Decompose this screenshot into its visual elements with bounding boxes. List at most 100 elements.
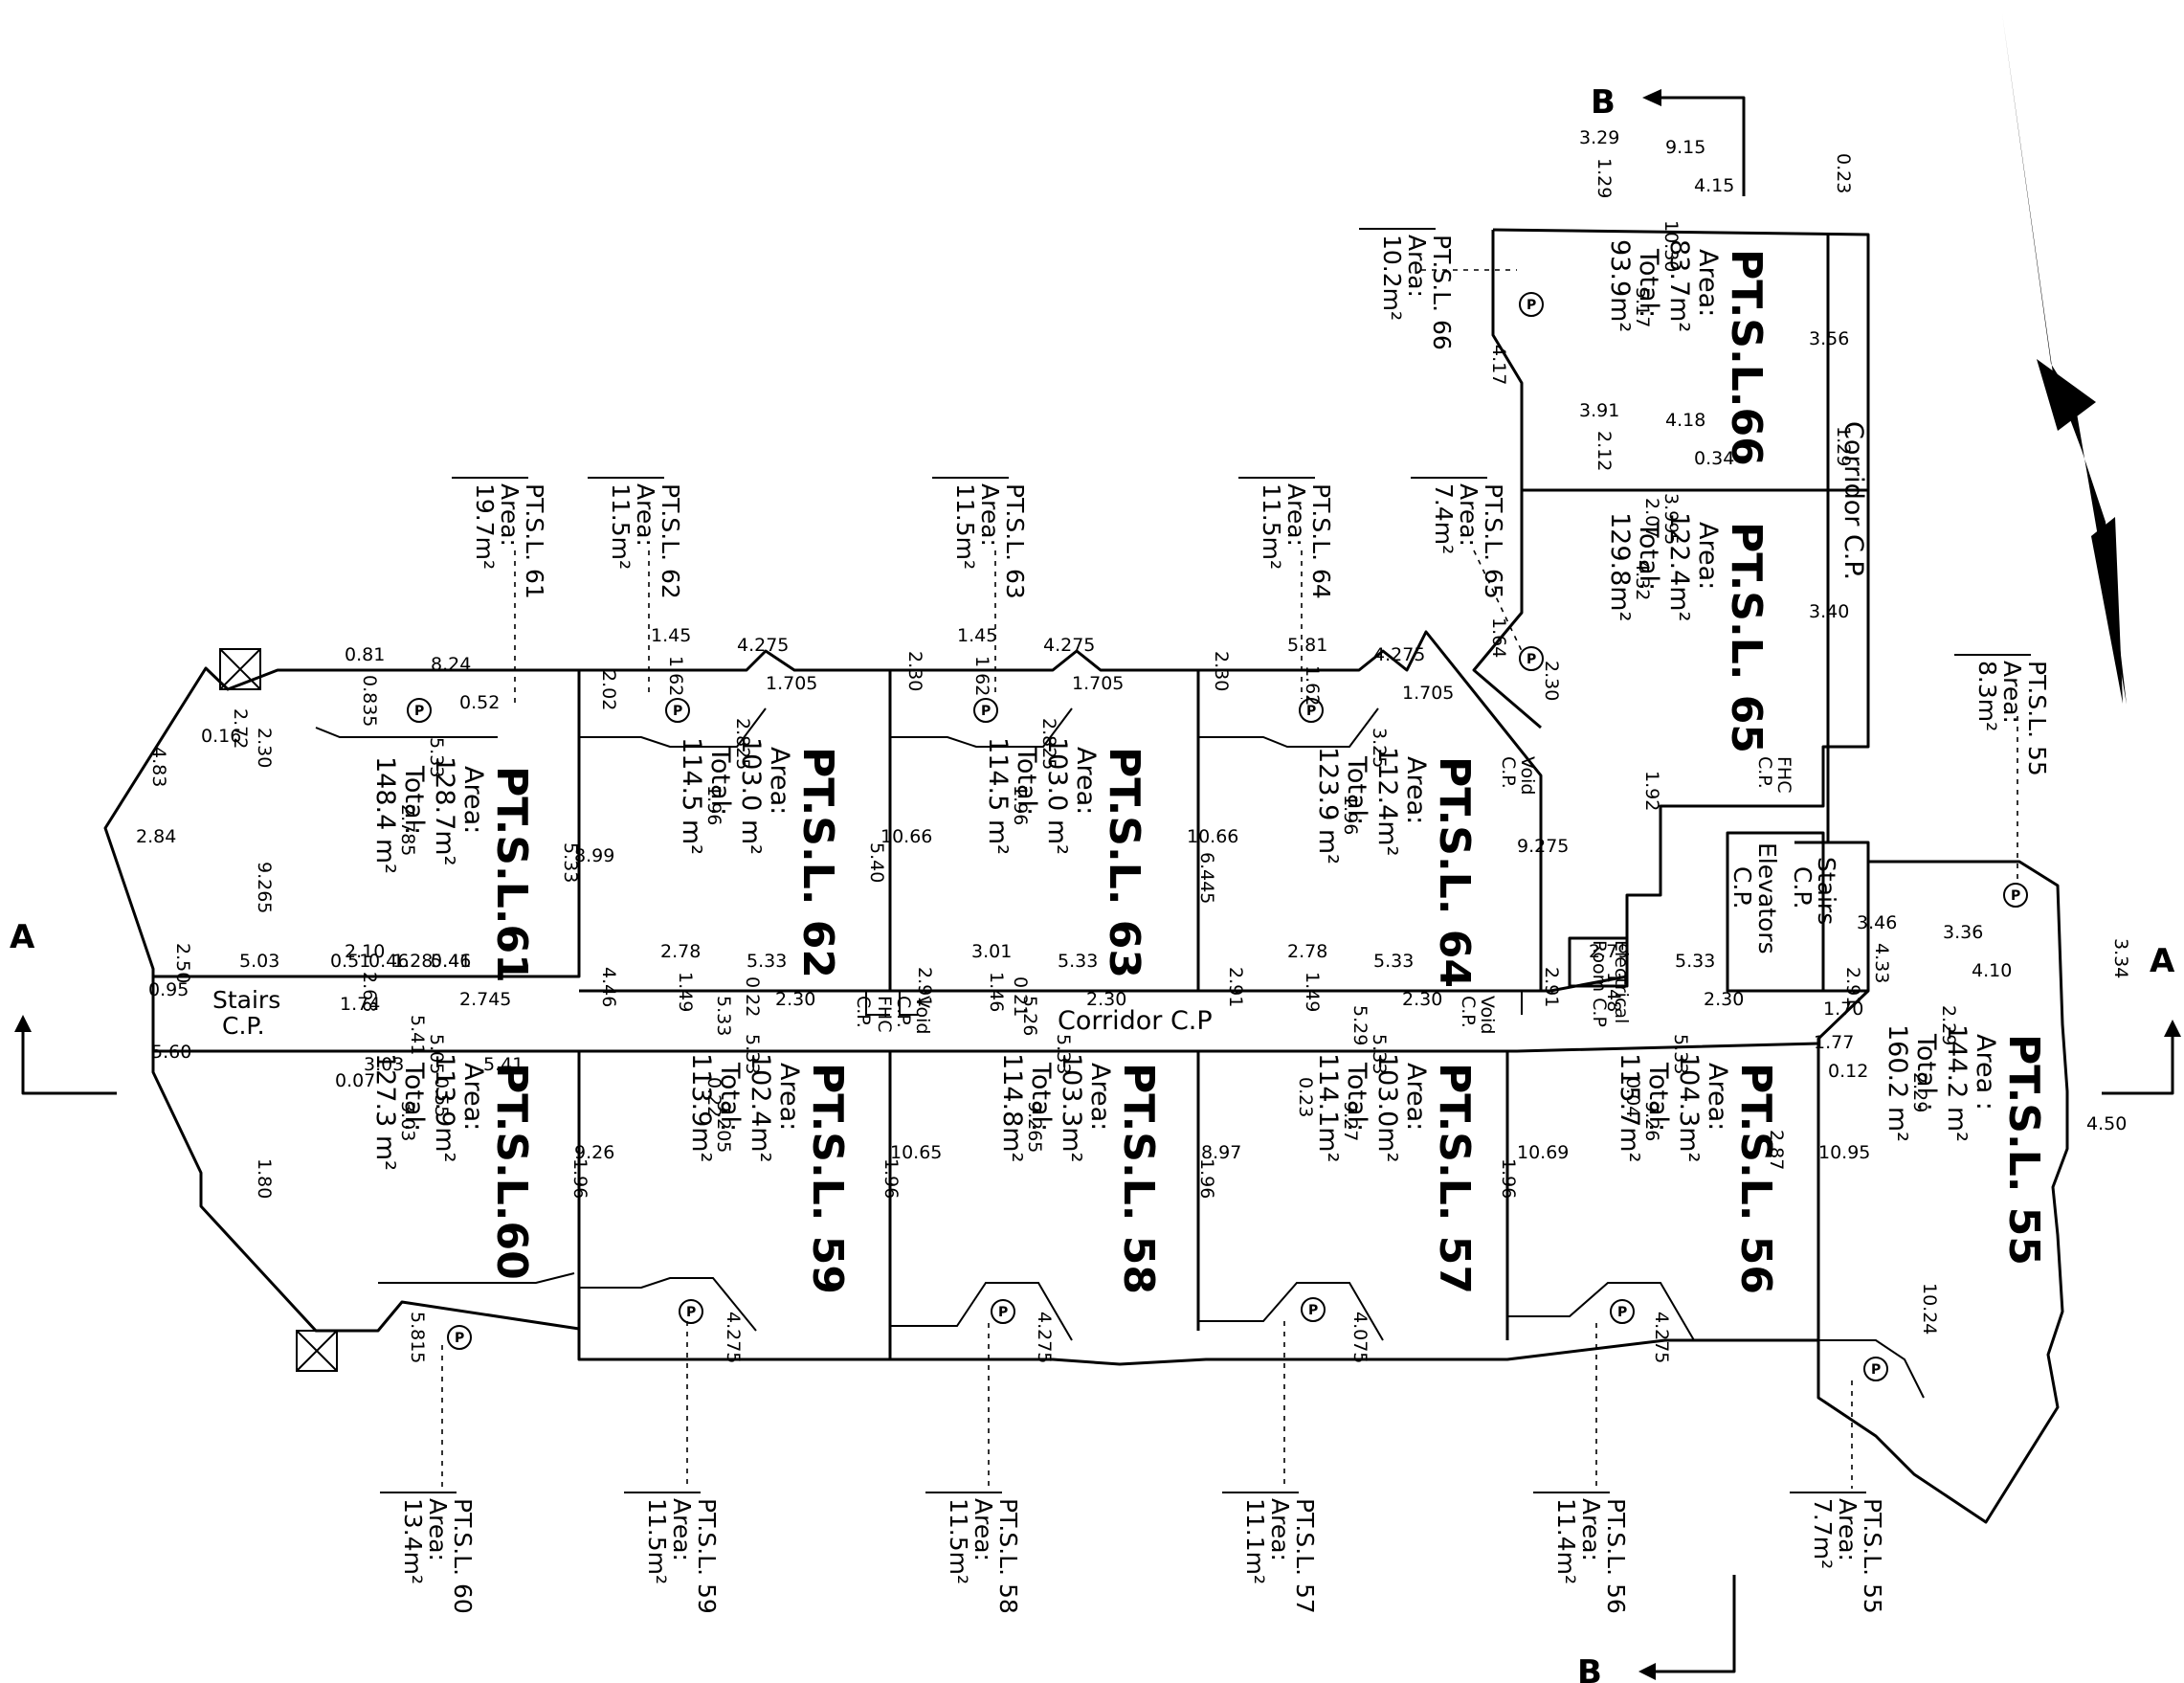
parking-area: 11.4m² [1552, 1498, 1580, 1584]
section-label-a-right: A [2150, 942, 2175, 980]
electrical-label: Electrical [1611, 940, 1632, 1023]
unit-dimension: 2.825 [732, 718, 753, 770]
unit-total: 127.3 m² [370, 1053, 400, 1171]
unit-area: 104.3m² [1674, 1053, 1704, 1162]
corridor-dimension: 2.84 [136, 826, 176, 847]
unit-dimension: 4.275 [1373, 644, 1425, 665]
svg-text:P: P [673, 704, 682, 719]
unit-area: 103.0 m² [736, 737, 766, 855]
unit-dimension: 5.29 [1349, 1005, 1371, 1045]
parking-icon: P [1519, 292, 1544, 317]
parking-icon: P [973, 698, 998, 723]
unit-area-label: Area: [1693, 522, 1723, 590]
unit-dimension: 5.40 [866, 842, 887, 883]
svg-text:P: P [1871, 1362, 1881, 1378]
unit-area-label: Area: [1401, 756, 1431, 824]
parking-area: 11.5m² [643, 1498, 671, 1584]
void-label-1-cp: C.P. [893, 996, 914, 1028]
unit-area-label: Area: [1693, 249, 1723, 317]
unit-dimension: 2.30 [1402, 989, 1442, 1010]
unit-dimension: 1.96 [1340, 795, 1361, 835]
unit-dimension: 2.30 [1086, 989, 1126, 1010]
parking-area-label: Area: [1403, 235, 1431, 298]
section-label-b-top: B [1591, 83, 1616, 122]
unit-dimension: 9.265 [1024, 1101, 1045, 1153]
unit-dimension: 2.87 [1766, 1130, 1787, 1170]
unit-dimension: 2.825 [1038, 718, 1059, 770]
unit-total: 160.2 m² [1883, 1024, 1912, 1142]
svg-text:P: P [686, 1305, 696, 1320]
unit-total: 129.8m² [1605, 512, 1635, 621]
unit-dimension: 3.46 [1857, 912, 1897, 933]
unit-name: PT.S.L.60 [487, 1063, 536, 1280]
stairs-left-cp-label: C.P. [222, 1012, 265, 1040]
unit-u65: PT.S.L. 65Area:122.4m²Total:129.8m²4.183… [1488, 400, 1854, 811]
unit-dimension: 1.96 [1196, 1158, 1217, 1199]
unit-dimension: 8.99 [574, 845, 614, 866]
svg-text:P: P [414, 704, 424, 719]
unit-dimension: 9.26 [1641, 1101, 1662, 1141]
unit-dimension: 0.835 [359, 675, 380, 727]
unit-dimension: 4.46 [598, 967, 619, 1007]
svg-text:P: P [2011, 888, 2020, 904]
unit-dimension: 9.275 [1517, 836, 1569, 857]
unit-dimension: 0.34 [1694, 448, 1734, 469]
unit-name: PT.S.L. 57 [1430, 1063, 1479, 1294]
unit-dimension: 3.56 [1809, 328, 1849, 349]
unit-u56: PT.S.L. 56Area:104.3m²Total:115.7m²5.335… [1498, 941, 1870, 1363]
unit-dimension: 0.23 [1833, 153, 1854, 193]
unit-total: 114.1m² [1313, 1053, 1343, 1162]
unit-dimension: 1.64 [1488, 617, 1509, 658]
unit-area: 103.0m² [1372, 1053, 1402, 1162]
unit-name: PT.S.L.66 [1722, 249, 1771, 466]
unit-dimension: 2.785 [397, 804, 418, 856]
unit-dimension: 4.075 [1349, 1312, 1371, 1363]
unit-dimension: 3.995 [1660, 493, 1682, 545]
unit-name: PT.S.L. 59 [803, 1063, 852, 1294]
elevators-cp-label: C.P. [1728, 866, 1756, 909]
unit-dimension: 6.445 [1196, 852, 1217, 904]
void-label-1: Void [912, 996, 933, 1035]
unit-total-label: Total: [399, 1062, 429, 1132]
fhc-left-label: FHC [874, 996, 895, 1032]
unit-dimension: 5.33 [713, 996, 734, 1036]
unit-dimension: 1.45 [957, 625, 997, 646]
unit-area: 113.9m² [430, 1053, 459, 1162]
unit-dimension: 3.91 [1579, 400, 1619, 421]
unit-name: PT.S.L. 62 [793, 747, 842, 978]
section-marker-a-right: A [2102, 942, 2181, 1095]
unit-dimension: 1.29 [1833, 426, 1854, 466]
unit-dimension: 2.78 [1287, 941, 1327, 962]
unit-dimension: 9.265 [254, 862, 275, 913]
unit-dimension: 2.91 [1541, 967, 1562, 1007]
unit-dimension: 2.30 [904, 651, 925, 691]
corridor-dimension: 1.77 [1814, 1032, 1854, 1053]
parking-icon: P [447, 1325, 472, 1350]
unit-dimension: 3.01 [971, 941, 1012, 962]
unit-area-label: Area : [1971, 1034, 2000, 1111]
unit-dimension: 1.96 [880, 1158, 902, 1199]
parking-area-label: Area: [976, 483, 1004, 547]
parking-area-label: Area: [1455, 483, 1482, 547]
unit-dimension: 9.27 [1340, 1101, 1361, 1141]
corridor-dimension: 0.07 [335, 1070, 375, 1091]
parking-icon: P [2003, 883, 2028, 908]
unit-dimension: 1.62 [971, 656, 992, 696]
unit-dimension: 4.275 [1651, 1312, 1672, 1363]
unit-dimension: 10.95 [1818, 1142, 1870, 1163]
unit-area-label: Area: [458, 766, 488, 834]
parking-name: PT.S.L. 56 [1602, 1498, 1630, 1614]
unit-dimension: 1.62 [665, 656, 686, 696]
unit-name: PT.S.L. 64 [1430, 756, 1479, 988]
unit-u66: PT.S.L.66Area:83.7m²Total:93.9m²9.1510.3… [1488, 127, 1854, 538]
parking-area-label: Area: [1577, 1498, 1605, 1561]
